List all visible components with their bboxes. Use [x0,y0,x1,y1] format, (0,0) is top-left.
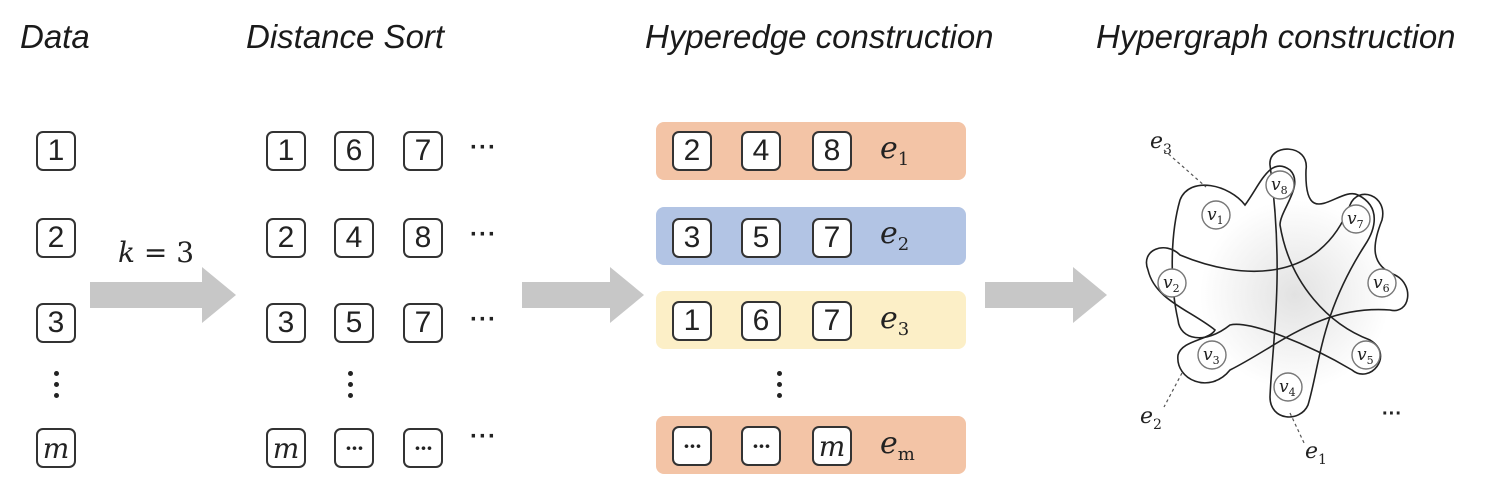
hyperedge-node: 2 [672,131,712,171]
sorted-node: ··· [334,428,374,468]
hypergraph-shading [1200,200,1390,390]
svg-text:v1: v1 [1207,205,1224,227]
sorted-node: m [266,428,306,468]
hypergraph-label-e3: e3 [1150,129,1172,158]
sorted-node: 3 [266,303,306,343]
hypergraph-vertex-v6: v6 [1367,268,1397,298]
row-ellipsis: ··· [470,134,497,161]
svg-text:v4: v4 [1279,377,1296,399]
data-node-2: 2 [36,218,76,258]
hypergraph-diagram: v1 v2 v3 v4 v5 v6 v7 v8 e3 e2 e1 ··· [1140,129,1409,468]
hyperedge-label-e2: e2 [880,216,910,255]
row-ellipsis: ··· [470,306,497,333]
sorted-node: 5 [334,303,374,343]
hypergraph-label-e1: e1 [1305,439,1327,468]
hypergraph-edge-e2 [1145,193,1409,384]
hyperedge-node: 3 [672,218,712,258]
hyperedge-node: 5 [741,218,781,258]
hyperedge-node: 6 [741,301,781,341]
title-distance-sort: Distance Sort [246,18,445,55]
sorted-node: 7 [403,131,443,171]
arrow-icon [522,267,644,323]
hypergraph-edge-e3 [1171,165,1382,375]
hypergraph-label-e2: e2 [1140,404,1162,433]
k-label: k = 3 [118,236,195,269]
sorted-node: 2 [266,218,306,258]
row-ellipsis: ··· [470,423,497,450]
hyperedge-node: ··· [741,426,781,466]
svg-text:v8: v8 [1271,175,1288,197]
hyperedge-label-e3: e3 [880,301,910,340]
hypergraph-vertex-v1: v1 [1201,200,1231,230]
svg-text:v6: v6 [1373,273,1390,295]
hyperedge-node: 1 [672,301,712,341]
hypergraph-edge-e1 [1269,148,1375,418]
hypergraph-vertex-v4: v4 [1273,372,1303,402]
data-node-m: m [36,428,76,468]
sorted-node: 7 [403,303,443,343]
hyperedge-node: 8 [812,131,852,171]
e1-leader [1289,412,1306,446]
hyperedge-label-e1: e1 [880,131,910,170]
hypergraph-vertex-v7: v7 [1341,204,1371,234]
svg-text:v7: v7 [1347,209,1364,231]
title-data: Data [20,18,90,55]
hypergraph-more-ellipsis: ··· [1382,403,1402,425]
hypergraph-vertex-v8: v8 [1265,170,1295,200]
sorted-node: 1 [266,131,306,171]
hyperedge-label-em: em [880,426,915,465]
hypergraph-vertex-v3: v3 [1197,340,1227,370]
sorted-node: 8 [403,218,443,258]
sorted-node: ··· [403,428,443,468]
svg-text:v3: v3 [1203,345,1220,367]
sort-vertical-ellipsis [347,371,353,398]
title-hyperedge-construction: Hyperedge construction [645,18,994,55]
svg-text:v5: v5 [1357,345,1374,367]
hyperedge-node: 7 [812,218,852,258]
sorted-node: 6 [334,131,374,171]
sorted-node: 4 [334,218,374,258]
row-ellipsis: ··· [470,221,497,248]
data-node-1: 1 [36,131,76,171]
hypergraph-vertex-v5: v5 [1351,340,1381,370]
data-column-vertical-ellipsis [53,371,59,398]
hyperedge-node: 4 [741,131,781,171]
title-hypergraph-construction: Hypergraph construction [1096,18,1456,55]
hypergraph-vertices: v1 v2 v3 v4 v5 v6 v7 v8 [1157,170,1397,402]
hyperedge-vertical-ellipsis [776,371,782,398]
arrow-icon [90,267,236,323]
e2-leader [1163,372,1183,408]
hyperedge-node: m [812,426,852,466]
arrow-icon [985,267,1107,323]
svg-text:v2: v2 [1163,273,1180,295]
hyperedge-node: ··· [672,426,712,466]
hypergraph-vertex-v2: v2 [1157,268,1187,298]
data-node-3: 3 [36,303,76,343]
hyperedge-node: 7 [812,301,852,341]
